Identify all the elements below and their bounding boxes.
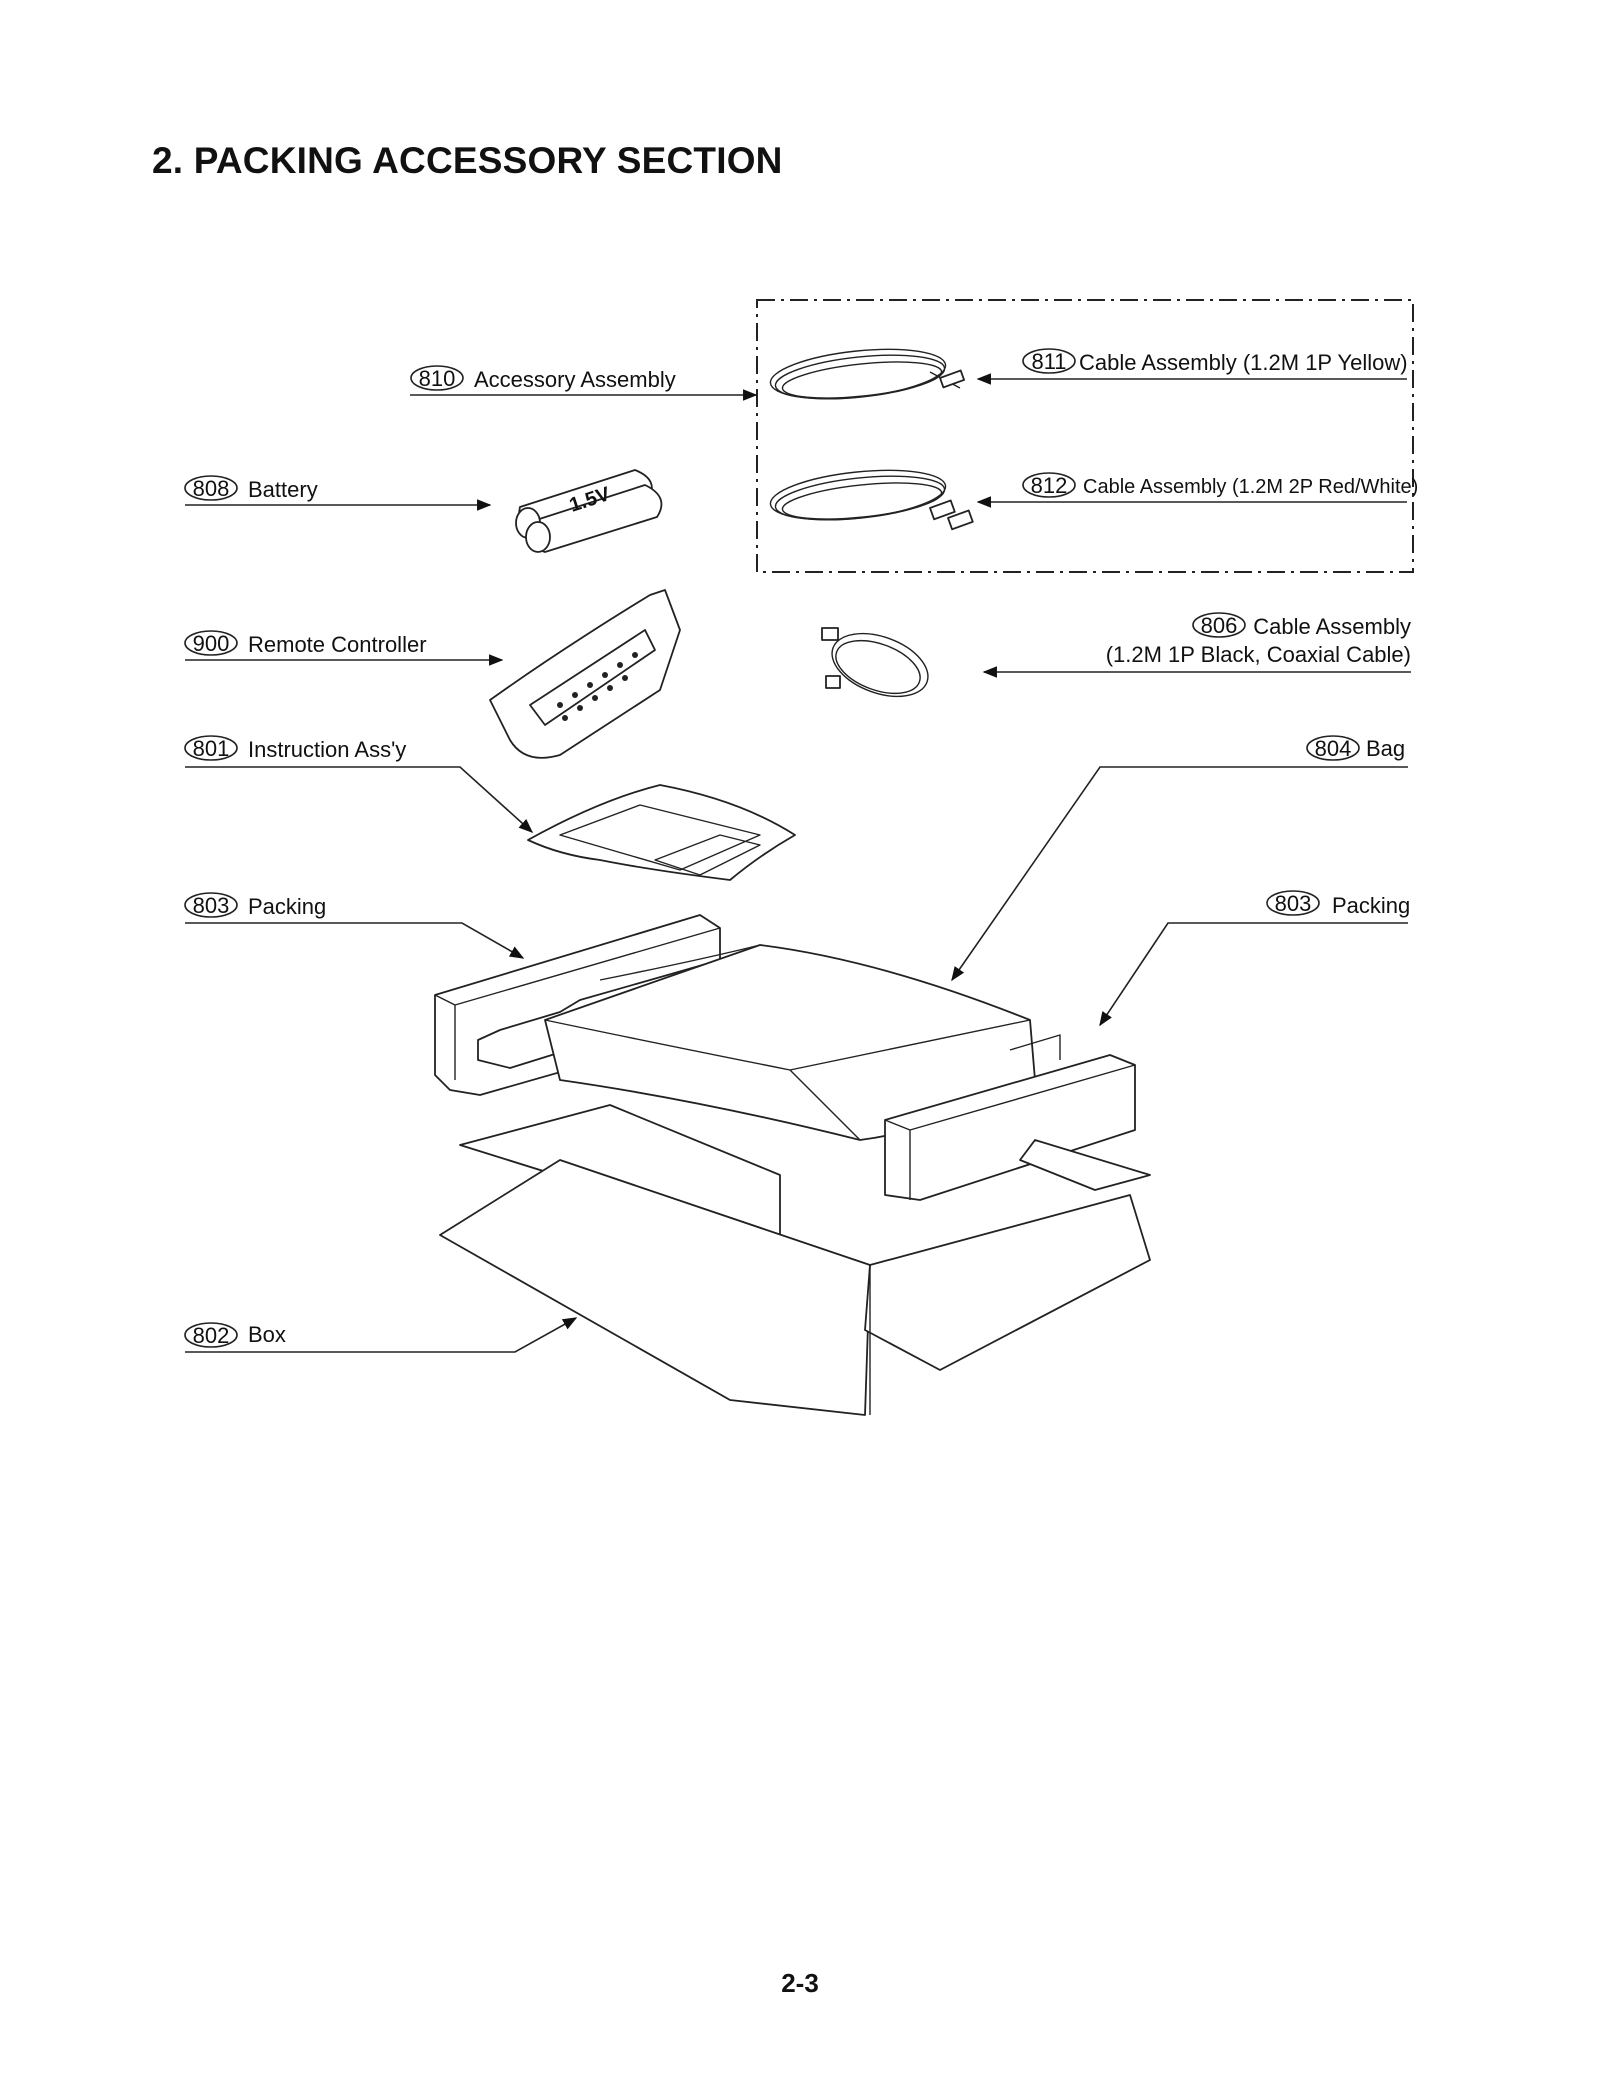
part-number-bubble <box>1022 472 1076 498</box>
part-label: Packing <box>248 894 326 919</box>
part-label: Battery <box>248 477 318 502</box>
remote-controller-icon <box>489 589 681 759</box>
leader-line <box>951 766 1408 982</box>
part-label: Cable Assembly <box>1253 614 1411 639</box>
part-number-bubble <box>1192 612 1246 638</box>
part-label-detail: (1.2M 1P Black, Coaxial Cable) <box>1106 642 1411 667</box>
callout-900: 900 Remote Controller <box>184 630 504 666</box>
part-number: 803 <box>193 893 230 918</box>
cable-coil-icon <box>769 348 965 400</box>
callout-808: 808 Battery <box>184 475 492 511</box>
part-number-bubble <box>184 1322 238 1348</box>
callout-803-left: 803 Packing <box>184 892 525 959</box>
page-title: 2. PACKING ACCESSORY SECTION <box>152 140 783 181</box>
packing-foam-icon <box>884 1034 1136 1201</box>
part-label: Bag <box>1366 736 1405 761</box>
part-label: Packing <box>1332 893 1410 918</box>
battery-icon: 1.5V <box>515 469 663 553</box>
callout-806: 806 Cable Assembly (1.2M 1P Black, Coaxi… <box>982 612 1411 678</box>
cable-coil-icon <box>821 627 929 698</box>
part-number-bubble <box>1266 890 1320 916</box>
box-icon <box>439 1104 1151 1416</box>
part-label: Instruction Ass'y <box>248 737 406 762</box>
cable-coil-icon <box>769 469 974 531</box>
part-number: 810 <box>419 366 456 391</box>
part-number: 801 <box>193 736 230 761</box>
part-number: 802 <box>193 1323 230 1348</box>
part-number-bubble <box>184 475 238 501</box>
packing-foam-icon <box>434 914 721 1096</box>
accessory-assembly-boundary <box>756 299 1414 573</box>
part-label: Cable Assembly (1.2M 2P Red/White) <box>1083 476 1418 498</box>
part-label: Cable Assembly (1.2M 1P Yellow) <box>1079 350 1408 375</box>
callout-812: 812 Cable Assembly (1.2M 2P Red/White) <box>976 472 1418 508</box>
part-label: Remote Controller <box>248 632 427 657</box>
part-label: Accessory Assembly <box>474 367 676 392</box>
part-number: 806 <box>1201 613 1238 638</box>
instruction-manual-icon <box>527 784 796 881</box>
part-number-bubble <box>184 630 238 656</box>
callout-804: 804 Bag <box>951 735 1408 982</box>
callout-811: 811 Cable Assembly (1.2M 1P Yellow) <box>976 348 1408 385</box>
callout-801: 801 Instruction Ass'y <box>184 735 534 833</box>
part-number: 900 <box>193 631 230 656</box>
part-number: 808 <box>193 476 230 501</box>
leader-line <box>185 766 534 833</box>
leader-line <box>185 1317 578 1353</box>
part-number-bubble <box>184 735 238 761</box>
callout-802: 802 Box <box>184 1317 578 1353</box>
part-number: 804 <box>1315 736 1352 761</box>
part-number-bubble <box>1022 348 1076 374</box>
part-label: Box <box>248 1322 286 1347</box>
leader-line <box>1099 922 1408 1027</box>
part-number: 811 <box>1031 349 1066 374</box>
part-number: 803 <box>1275 891 1312 916</box>
page-number: 2-3 <box>781 1968 819 1998</box>
leader-line <box>185 922 525 959</box>
callout-803-right: 803 Packing <box>1099 890 1410 1027</box>
part-number-bubble <box>410 365 464 391</box>
part-number-bubble <box>1306 735 1360 761</box>
part-number-bubble <box>184 892 238 918</box>
part-number: 812 <box>1031 473 1068 498</box>
callout-810: 810 Accessory Assembly <box>410 365 758 401</box>
